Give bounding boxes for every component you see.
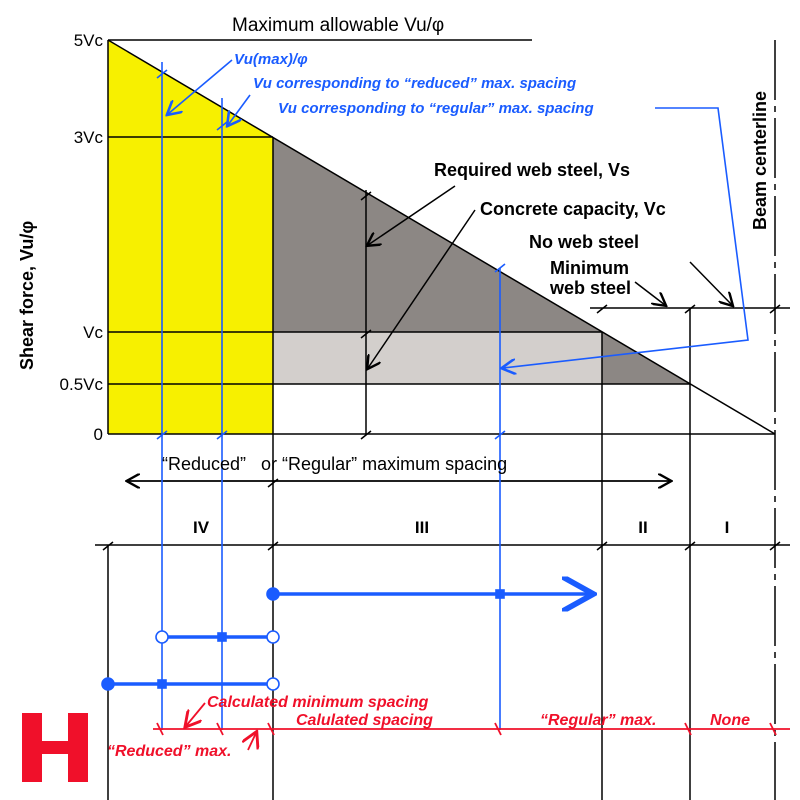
label-required-web-steel: Required web steel, Vs [434,160,630,180]
label-spacing-span: “Reduced” or “Regular” maximum spacing [162,454,507,474]
zone-ii: II [638,518,647,537]
label-vu-max: Vu(max)/φ [234,51,308,68]
label-reduced-max: “Reduced” max. [107,743,231,760]
y-tick-05vc: 0.5Vc [60,375,104,394]
zone-iv: IV [193,518,210,537]
y-tick-5vc: 5Vc [74,31,104,50]
label-vu-reduced: Vu corresponding to “reduced” max. spaci… [253,75,576,92]
label-regular-max: “Regular” max. [540,712,656,729]
start-dot [266,587,280,601]
y-tick-vc: Vc [83,323,103,342]
label-no-web-steel: No web steel [529,232,639,252]
yellow-region [108,40,273,434]
y-tick-3vc: 3Vc [74,128,104,147]
y-tick-0: 0 [94,425,103,444]
zone-iii: III [415,518,429,537]
zone-i: I [725,518,730,537]
label-beam-centerline: Beam centerline [750,91,770,230]
label-concrete-capacity: Concrete capacity, Vc [480,199,666,219]
chart-title: Maximum allowable Vu/φ [232,15,444,36]
label-minimum: Minimum [550,258,629,278]
label-calc-min-spacing: Calculated minimum spacing [207,694,429,711]
label-calc-spacing: Calulated spacing [296,712,433,729]
label-none: None [710,712,750,729]
concrete-capacity-region [273,332,602,384]
label-vu-regular: Vu corresponding to “regular” max. spaci… [278,100,594,117]
y-axis-label: Shear force, Vu/φ [17,221,37,370]
label-web-steel: web steel [549,278,631,298]
logo-h [22,713,88,782]
